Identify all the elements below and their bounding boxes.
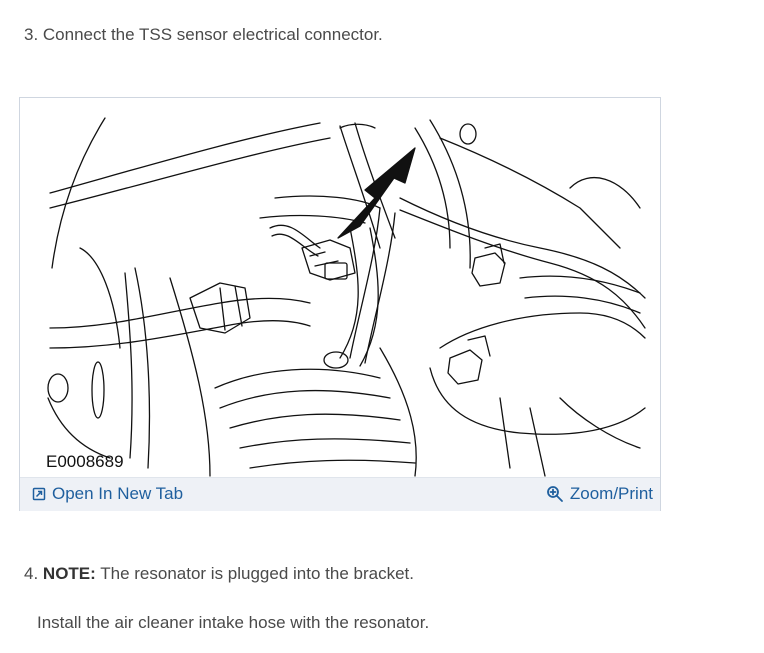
step-3-text: 3. Connect the TSS sensor electrical con…: [24, 25, 383, 44]
open-in-new-tab-link[interactable]: Open In New Tab: [32, 484, 183, 504]
illustration-figure: E0008689 Open In New Tab Zoom/Print: [19, 97, 661, 511]
figure-action-bar: Open In New Tab Zoom/Print: [20, 477, 660, 511]
figure-id: E0008689: [46, 452, 124, 471]
zoom-print-label: Zoom/Print: [569, 484, 653, 503]
step-4-number: 4.: [24, 564, 39, 583]
step-4-body: Install the air cleaner intake hose with…: [37, 613, 430, 632]
open-in-new-tab-icon: [32, 487, 46, 501]
note-label: NOTE:: [42, 564, 96, 583]
step-4-note: 4. NOTE: The resonator is plugged into t…: [24, 563, 414, 585]
open-in-new-tab-label: Open In New Tab: [52, 484, 184, 503]
zoom-print-link[interactable]: Zoom/Print: [546, 484, 653, 504]
tss-connector-illustration: [47, 117, 646, 477]
note-text: The resonator is plugged into the bracke…: [95, 564, 414, 583]
zoom-magnifier-icon: [546, 486, 563, 502]
